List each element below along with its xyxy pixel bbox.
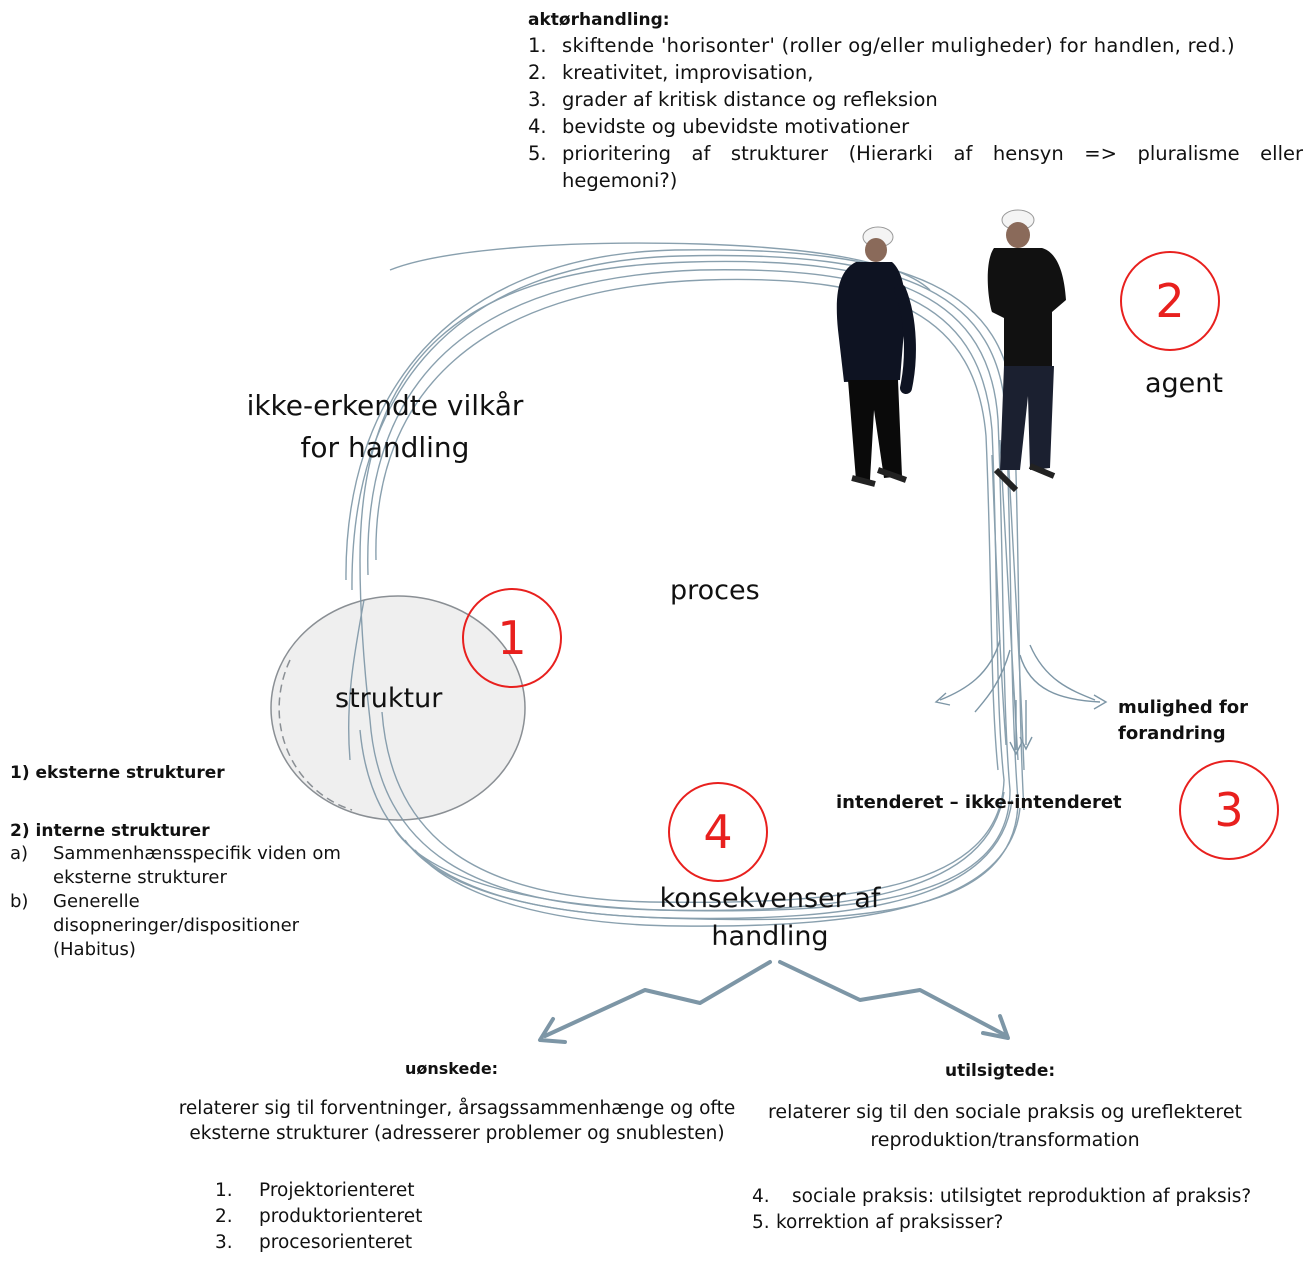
split-arrow <box>538 960 1010 1044</box>
marker-2: 2 <box>1120 251 1220 351</box>
list-item: 4. bevidste og ubevidste motivationer <box>528 115 910 138</box>
worker-figure-left <box>836 226 916 487</box>
list-item: 4. sociale praksis: utilsigtet reprodukt… <box>752 1186 1252 1207</box>
change-label: mulighed for forandring <box>1118 697 1249 744</box>
marker-1: 1 <box>462 588 562 688</box>
desired-description: relaterer sig til forventninger, årsagss… <box>178 1098 736 1144</box>
marker-4: 4 <box>668 782 768 882</box>
marker-3: 3 <box>1179 760 1279 860</box>
internal-structures-list: a) Sammenhænsspecifik viden om eksterne … <box>10 842 390 962</box>
list-item: a) Sammenhænsspecifik viden om eksterne … <box>10 843 341 888</box>
change-arrows <box>934 639 1108 756</box>
worker-figure-right <box>987 209 1066 493</box>
list-item: 2. kreativitet, improvisation, <box>528 61 814 84</box>
internal-structures: 2) interne strukturer a) Sammenhænsspeci… <box>10 820 390 962</box>
external-structures-label: 1) eksterne strukturer <box>10 763 225 783</box>
list-item: 5. prioritering af strukturer (Hierarki … <box>528 142 1303 192</box>
process-label: proces <box>670 575 760 606</box>
consequences-label: konsekvenser af handling <box>659 883 881 952</box>
desired-list: 1. Projektorienteret 2. produktorientere… <box>215 1178 422 1256</box>
list-item: 5. korrektion af praksisser? <box>752 1212 1004 1233</box>
unintended-description: relaterer sig til den sociale praksis og… <box>768 1101 1242 1151</box>
actor-list: 1. skiftende 'horisonter' (roller og/ell… <box>528 32 1303 194</box>
actor-box-title: aktørhandling: <box>528 10 670 30</box>
agent-label: agent <box>1145 368 1223 399</box>
actor-box: aktørhandling: 1. skiftende 'horisonter'… <box>528 8 1303 194</box>
list-item: 3. grader af kritisk distance og refleks… <box>528 88 938 111</box>
list-item: b) Generelle disopneringer/dispositioner… <box>10 891 300 960</box>
desired-title: uønskede: <box>405 1059 499 1078</box>
internal-structures-title: 2) interne strukturer <box>10 821 210 841</box>
structure-ellipse <box>270 595 526 821</box>
unrecognized-conditions-label: ikke-erkendte vilkår for handling <box>246 389 524 464</box>
structure-label: struktur <box>335 683 443 714</box>
unintended-list: 4. sociale praksis: utilsigtet reprodukt… <box>752 1184 1252 1236</box>
list-item: 2. produktorienteret <box>215 1206 423 1227</box>
unintended-title: utilsigtede: <box>945 1061 1056 1081</box>
list-item: 3. procesorienteret <box>215 1232 413 1253</box>
list-item: 1. skiftende 'horisonter' (roller og/ell… <box>528 34 1235 57</box>
list-item: 1. Projektorienteret <box>215 1180 415 1201</box>
intended-label: intenderet – ikke-intenderet <box>836 792 1122 813</box>
